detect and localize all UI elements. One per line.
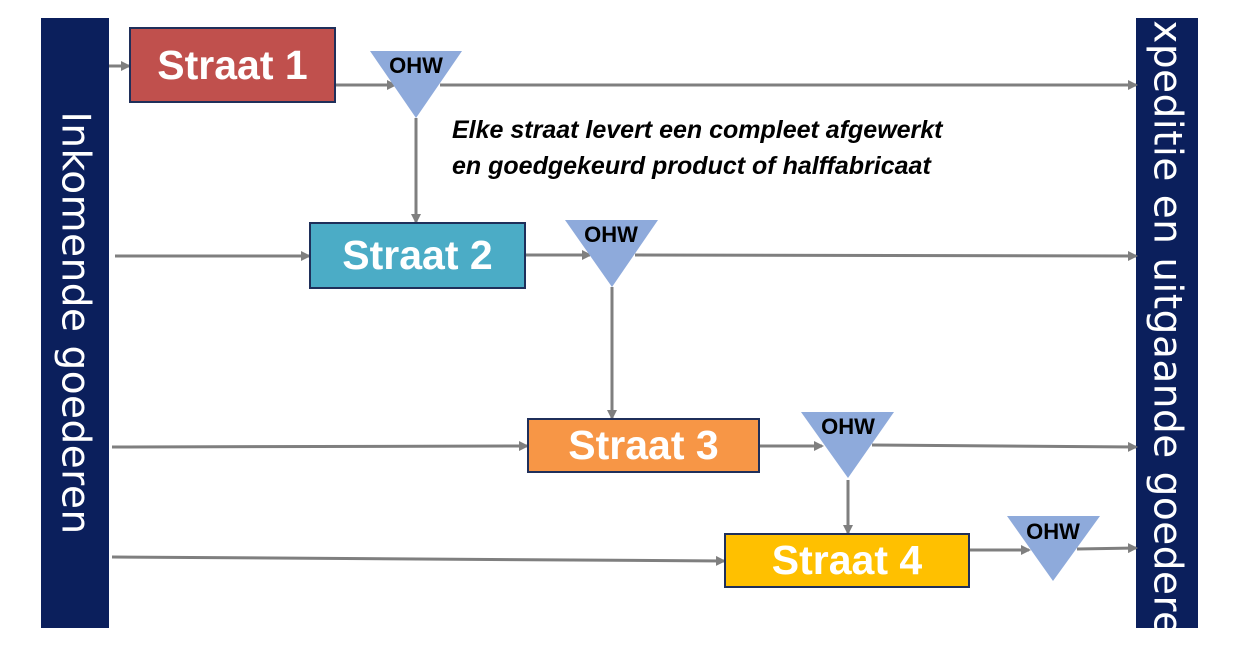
note-line-2: en goedgekeurd product of halffabricaat xyxy=(452,152,931,180)
ohw-buffer-3 xyxy=(801,412,894,478)
straat-4-label: Straat 4 xyxy=(771,537,923,583)
ohw-label-3: OHW xyxy=(821,414,875,439)
ohw-label-2: OHW xyxy=(584,222,638,247)
arrow-ohw-2-to-expedition xyxy=(634,250,1138,261)
ohw-label-4: OHW xyxy=(1026,519,1080,544)
ohw-label-1: OHW xyxy=(389,53,443,78)
note-text: Elke straat levert een compleet afgewerk… xyxy=(452,112,1132,184)
straat-2-label: Straat 2 xyxy=(342,232,493,278)
straat-3-box: Straat 3 xyxy=(527,418,760,473)
straat-2-box: Straat 2 xyxy=(309,222,526,289)
arrow-in-straat-3 xyxy=(111,441,529,452)
outgoing-goods-bar xyxy=(1136,18,1198,628)
straat-1-label: Straat 1 xyxy=(157,41,308,88)
ohw-buffer-2 xyxy=(565,220,658,287)
arrow-ohw-3-to-expedition xyxy=(871,441,1138,452)
arrow-in-straat-4 xyxy=(111,555,726,566)
straat-1-box: Straat 1 xyxy=(129,27,336,103)
note-line-1: Elke straat levert een compleet afgewerk… xyxy=(452,116,943,144)
straat-4-box: Straat 4 xyxy=(724,533,970,588)
incoming-goods-bar xyxy=(41,18,109,628)
straat-3-label: Straat 3 xyxy=(568,422,719,468)
ohw-buffer-4 xyxy=(1007,516,1100,581)
ohw-buffer-1 xyxy=(370,51,462,118)
arrow-ohw-4-to-expedition xyxy=(1076,543,1138,554)
